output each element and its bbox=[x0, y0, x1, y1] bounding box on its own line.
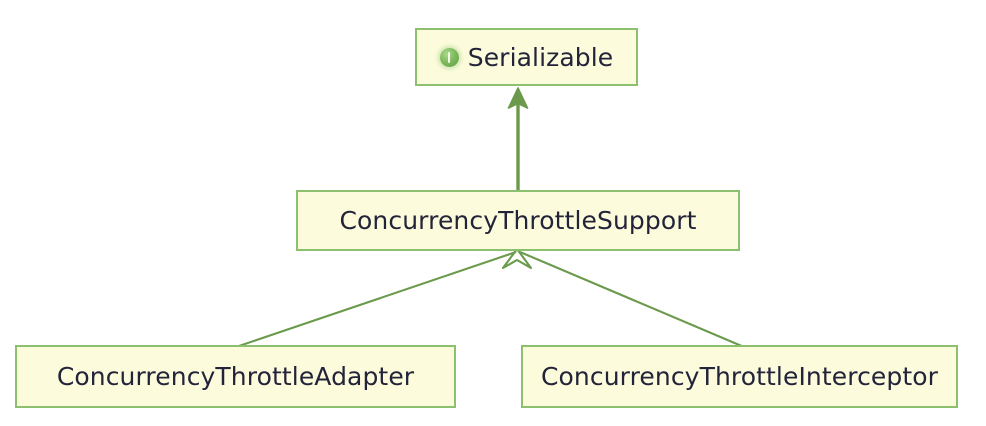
uml-node-content: ConcurrencyThrottleAdapter bbox=[57, 364, 414, 389]
uml-node-content: ConcurrencyThrottleInterceptor bbox=[541, 364, 938, 389]
edge-interceptor-extends-support bbox=[519, 251, 745, 348]
uml-node-concurrency-throttle-interceptor[interactable]: ConcurrencyThrottleInterceptor bbox=[521, 345, 958, 408]
uml-node-label-concurrency-throttle-interceptor: ConcurrencyThrottleInterceptor bbox=[540, 362, 939, 391]
uml-node-label-concurrency-throttle-adapter: ConcurrencyThrottleAdapter bbox=[56, 362, 415, 391]
uml-node-label-concurrency-throttle-support: ConcurrencyThrottleSupport bbox=[339, 206, 697, 235]
uml-node-content: ConcurrencyThrottleSupport bbox=[339, 208, 696, 233]
uml-node-label-serializable: Serializable bbox=[467, 42, 614, 72]
edge-support-implements-serializable bbox=[507, 87, 529, 190]
uml-node-concurrency-throttle-adapter[interactable]: ConcurrencyThrottleAdapter bbox=[15, 345, 456, 408]
interface-sphere-icon bbox=[439, 47, 459, 67]
edge-adapter-extends-support bbox=[235, 251, 517, 348]
arrowhead-up-serializable bbox=[507, 87, 529, 109]
arrowhead-up-support bbox=[501, 247, 533, 270]
uml-node-concurrency-throttle-support[interactable]: ConcurrencyThrottleSupport bbox=[296, 190, 740, 251]
uml-node-serializable[interactable]: Serializable bbox=[415, 28, 638, 86]
uml-node-content: Serializable bbox=[439, 42, 614, 72]
